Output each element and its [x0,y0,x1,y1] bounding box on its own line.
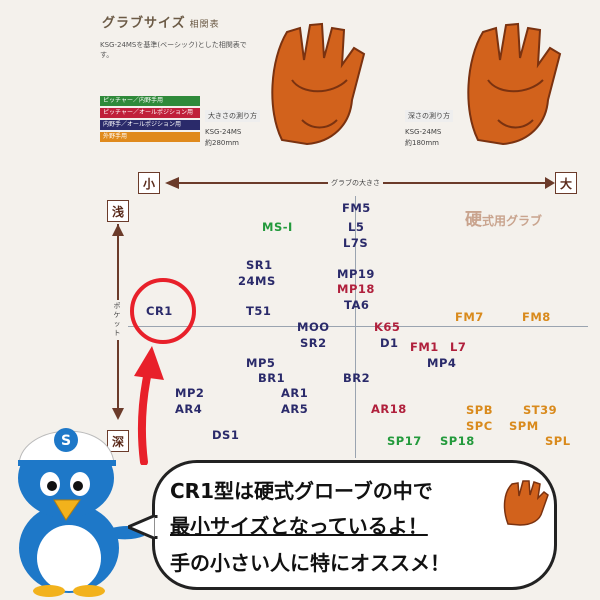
pocket-axis-title: ポケット [112,300,122,340]
bubble-line-1: CR1型は硬式グローブの中で [170,479,433,503]
model-label: DS1 [212,428,240,442]
glove-depth-image [467,22,562,145]
model-label: FM1 [410,340,439,354]
model-label: SPC [466,419,493,433]
model-label: MP2 [175,386,205,400]
grid-horizontal [128,326,588,327]
arrow-up-icon [112,224,124,236]
arrow-right-icon [545,177,555,189]
glove-depth-value: 約180mm [405,139,439,147]
model-label: FM8 [522,310,551,324]
arrow-down-icon [112,408,124,420]
model-label: MP18 [337,282,375,296]
page-title: グラブサイズ相関表 [102,16,220,31]
model-label: SPM [509,419,539,433]
glove-depth-model: KSG-24MS [405,128,442,136]
model-label: TA6 [344,298,370,312]
reference-note: KSG-24MSを基準(ベーシック)とした相関表です。 [100,41,247,59]
model-label: AR4 [175,402,203,416]
bubble-line-3: 手の小さい人に特にオススメ！ [170,551,450,575]
model-label: FM5 [342,201,371,215]
arrow-left-icon [165,177,179,189]
glove-size-measure-label: 大きさの測り方 [205,110,260,122]
model-label: MP19 [337,267,375,281]
model-label: MP5 [246,356,276,370]
model-label: SPB [466,403,493,417]
model-label: MOO [297,320,330,334]
glove-icon [503,480,549,526]
model-label: T51 [246,304,272,318]
glove-size-value: 約280mm [205,139,239,147]
legend-infield-all: 内野手／オールポジション用 [100,120,200,130]
model-label: SP17 [387,434,422,448]
legend-pitcher-infield: ピッチャー／内野手用 [100,96,200,106]
model-label: AR18 [371,402,407,416]
model-label: SR1 [246,258,273,272]
legend-outfield: 外野手用 [100,132,200,142]
model-label: BR2 [343,371,371,385]
model-label: SP18 [440,434,475,448]
cap-letter: S [61,433,71,449]
grid-vertical [355,196,356,458]
penguin-mascot: S [18,428,144,597]
model-label: MS-I [262,220,293,234]
model-label: BR1 [258,371,286,385]
glove-size-model: KSG-24MS [205,128,242,136]
model-label: MP4 [427,356,457,370]
model-label: SPL [545,434,571,448]
model-label: AR1 [281,386,309,400]
red-arrow-icon [134,346,164,465]
glove-depth-measure-label: 深さの測り方 [405,110,453,122]
glove-size-image [271,22,366,145]
speech-bubble-tail [128,515,160,539]
cr1-highlight-circle [130,278,196,344]
model-label: AR5 [281,402,309,416]
legend-pitcher-all: ピッチャー／オールポジション用 [100,108,200,118]
hardball-glove-label: 硬式用グラブ [465,210,543,230]
model-label: FM7 [455,310,484,324]
model-label: 24MS [238,274,276,288]
model-label: L5 [348,220,365,234]
axis-small-label: 小 [138,172,160,194]
model-label: SR2 [300,336,327,350]
model-label: ST39 [523,403,558,417]
axis-shallow-label: 浅 [107,200,129,222]
size-axis-title: グラブの大きさ [328,178,383,188]
bubble-line-2: 最小サイズとなっているよ！ [170,514,428,538]
axis-deep-label: 深 [107,430,129,452]
axis-large-label: 大 [555,172,577,194]
model-label: D1 [380,336,399,350]
model-label: L7 [450,340,467,354]
model-label: L7S [343,236,369,250]
model-label: K65 [374,320,401,334]
